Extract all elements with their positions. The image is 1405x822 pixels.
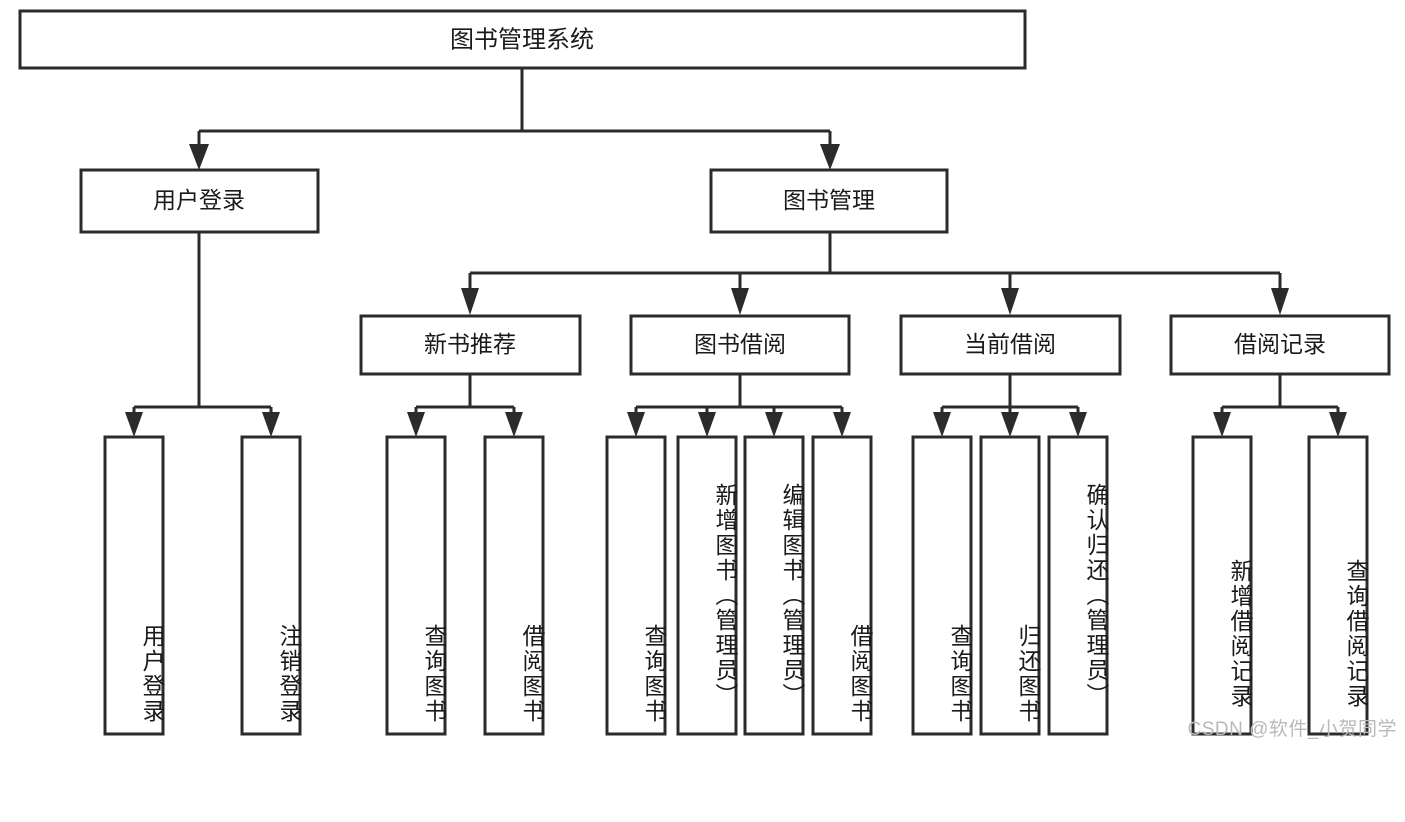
arrowhead-leaf-logout-login [262,412,280,437]
node-label-new-book-recommend: 新书推荐 [424,331,516,357]
arrowhead-borrow-record [1271,288,1289,315]
node-box-leaf-user-login[interactable] [103,435,165,736]
node-box-current-borrow[interactable] [899,314,1122,376]
node-box-leaf-confirm-return[interactable] [1047,435,1109,736]
arrowhead-leaf-borrow-book-2 [833,412,851,437]
node-label-current-borrow: 当前借阅 [964,331,1056,357]
node-label-borrow-record: 借阅记录 [1234,331,1326,357]
node-box-leaf-query-book-1[interactable] [385,435,447,736]
node-box-leaf-edit-book[interactable] [743,435,805,736]
node-label-book-borrow: 图书借阅 [694,331,786,357]
arrowhead-book-borrow [731,288,749,315]
nodes-group: 图书管理系统 用户登录 图书管理 新书推荐 图书借阅 当前借阅 借阅记录 [18,9,1391,736]
csdn-watermark: CSDN @软件_小贺同学 [1187,719,1397,740]
hierarchy-diagram: 图书管理系统 用户登录 图书管理 新书推荐 图书借阅 当前借阅 借阅记录 [18,9,1391,736]
node-box-root[interactable] [18,9,1027,70]
arrowhead-leaf-borrow-book-1 [505,412,523,437]
arrowhead-leaf-add-book [698,412,716,437]
node-box-leaf-add-record[interactable] [1191,435,1253,736]
arrowhead-leaf-user-login [125,412,143,437]
connectors-group [125,68,1347,437]
node-box-book-management[interactable] [709,168,949,234]
arrowhead-user-login [189,144,209,170]
arrowhead-new-book-recommend [461,288,479,315]
node-box-book-borrow[interactable] [629,314,851,376]
arrowhead-current-borrow [1001,288,1019,315]
arrowhead-leaf-query-book-3 [933,412,951,437]
node-box-leaf-borrow-book-2[interactable] [811,435,873,736]
arrowhead-leaf-query-record [1329,412,1347,437]
node-label-book-management: 图书管理 [783,187,875,213]
node-label-user-login: 用户登录 [153,187,245,213]
node-box-user-login[interactable] [79,168,320,234]
node-box-leaf-borrow-book-1[interactable] [483,435,545,736]
arrowhead-leaf-edit-book [765,412,783,437]
node-box-leaf-logout-login[interactable] [240,435,302,736]
node-box-leaf-add-book[interactable] [676,435,738,736]
node-label-root: 图书管理系统 [450,26,594,53]
node-box-leaf-query-book-2[interactable] [605,435,667,736]
arrowhead-leaf-query-book-1 [407,412,425,437]
diagram-canvas-container: 图书管理系统 用户登录 图书管理 新书推荐 图书借阅 当前借阅 借阅记录 [18,9,1397,740]
node-box-new-book-recommend[interactable] [359,314,582,376]
node-box-leaf-query-book-3[interactable] [911,435,973,736]
arrowhead-leaf-confirm-return [1069,412,1087,437]
node-box-leaf-query-record[interactable] [1307,435,1369,736]
node-box-borrow-record[interactable] [1169,314,1391,376]
arrowhead-leaf-query-book-2 [627,412,645,437]
arrowhead-leaf-add-record [1213,412,1231,437]
arrowhead-leaf-return-book [1001,412,1019,437]
node-box-leaf-return-book[interactable] [979,435,1041,736]
arrowhead-book-management [820,144,840,170]
